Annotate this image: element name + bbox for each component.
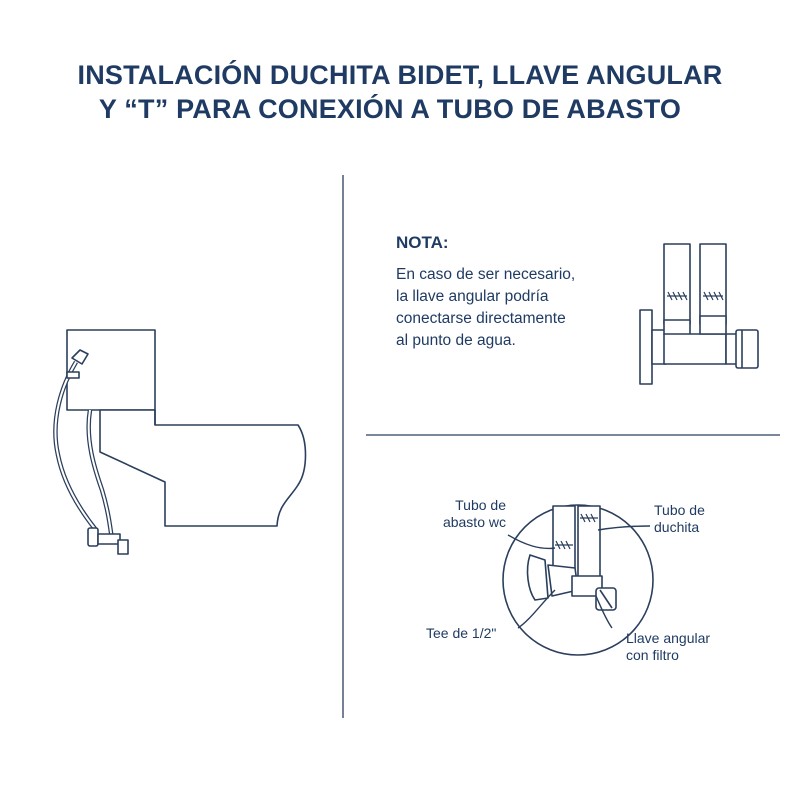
label-angle-valve: Llave angular con filtro (626, 630, 711, 663)
shower-head (71, 349, 89, 365)
note-body: En caso de ser necesario, la llave angul… (396, 264, 636, 352)
angle-valve-illustration (639, 243, 759, 385)
toilet-bowl (99, 409, 307, 527)
toilet-illustration (53, 329, 307, 555)
right-pipe (699, 243, 727, 325)
wall-valve (87, 527, 99, 547)
valve-nut (735, 329, 759, 369)
leader-lines (507, 525, 651, 629)
left-pipe (663, 243, 691, 325)
label-tee: Tee de 1/2" (426, 625, 497, 641)
note-heading: NOTA: (396, 233, 449, 252)
note-line: En caso de ser necesario, (396, 266, 576, 283)
note-line: conectarse directamente (396, 310, 566, 327)
title-line-1: INSTALACIÓN DUCHITA BIDET, LLAVE ANGULAR (77, 60, 723, 90)
label-shower-tube: Tubo de duchita (654, 502, 705, 535)
note-line: la llave angular podría (396, 288, 549, 305)
title-line-2: Y “T” PARA CONEXIÓN A TUBO DE ABASTO (98, 94, 682, 124)
label-supply-tube: Tubo de abasto wc (442, 497, 506, 530)
note-line: al punto de agua. (396, 332, 516, 349)
toilet-tank (66, 329, 156, 411)
wall-plate (639, 309, 653, 385)
detail-callout (502, 504, 654, 656)
